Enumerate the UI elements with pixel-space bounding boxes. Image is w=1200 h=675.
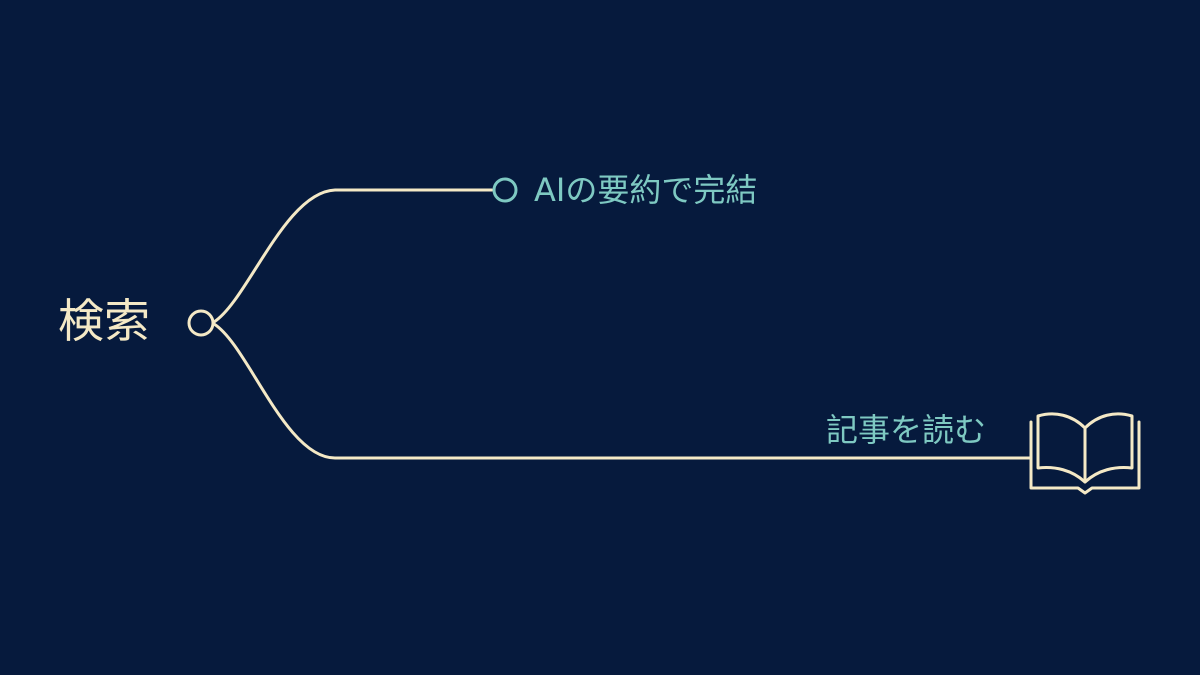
lower-branch-line bbox=[212, 322, 1032, 460]
open-book-icon bbox=[1029, 412, 1141, 495]
upper-branch-label: AIの要約で完結 bbox=[534, 171, 758, 209]
root-node-circle-icon bbox=[187, 309, 215, 337]
root-label: 検索 bbox=[58, 294, 150, 348]
upper-node-circle-icon bbox=[492, 177, 518, 203]
upper-branch-line bbox=[212, 188, 494, 324]
lower-branch-label: 記事を読む bbox=[826, 411, 987, 449]
